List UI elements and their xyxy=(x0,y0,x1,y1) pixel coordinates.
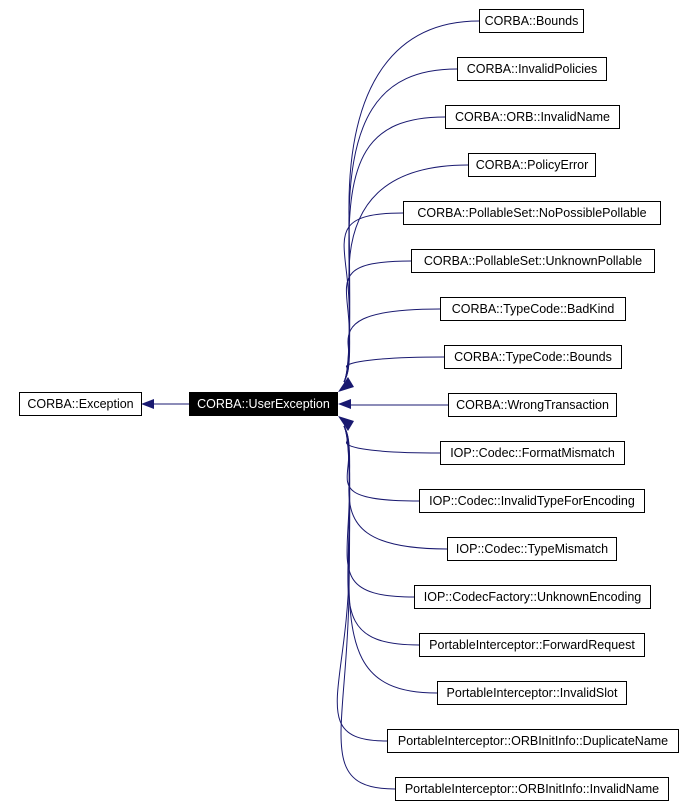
node-derived-class[interactable]: CORBA::ORB::InvalidName xyxy=(445,105,620,129)
node-derived-class[interactable]: PortableInterceptor::InvalidSlot xyxy=(437,681,627,705)
node-derived-class[interactable]: CORBA::TypeCode::Bounds xyxy=(444,345,622,369)
inheritance-edge xyxy=(343,68,458,383)
arrowhead-icon xyxy=(338,377,354,392)
inheritance-edge xyxy=(343,425,441,454)
node-derived-class[interactable]: PortableInterceptor::ORBInitInfo::Invali… xyxy=(395,777,669,801)
arrowhead-icon xyxy=(141,399,154,409)
node-derived-class[interactable]: IOP::Codec::FormatMismatch xyxy=(440,441,625,465)
node-derived-class[interactable]: CORBA::TypeCode::BadKind xyxy=(440,297,626,321)
inheritance-edge xyxy=(343,425,420,502)
inheritance-edge xyxy=(343,356,445,383)
inheritance-edge xyxy=(343,260,412,383)
node-derived-class[interactable]: IOP::Codec::TypeMismatch xyxy=(447,537,617,561)
node-derived-class[interactable]: IOP::Codec::InvalidTypeForEncoding xyxy=(419,489,645,513)
inheritance-edge xyxy=(343,425,448,550)
node-derived-class[interactable]: PortableInterceptor::ForwardRequest xyxy=(419,633,645,657)
node-derived-class[interactable]: IOP::CodecFactory::UnknownEncoding xyxy=(414,585,651,609)
arrowhead-icon xyxy=(338,399,351,409)
node-derived-class[interactable]: CORBA::InvalidPolicies xyxy=(457,57,607,81)
inheritance-edge xyxy=(343,308,441,383)
node-base-class[interactable]: CORBA::Exception xyxy=(19,392,142,416)
node-derived-class[interactable]: PortableInterceptor::ORBInitInfo::Duplic… xyxy=(387,729,679,753)
node-current-class: CORBA::UserException xyxy=(189,392,338,416)
node-derived-class[interactable]: CORBA::PollableSet::NoPossiblePollable xyxy=(403,201,661,225)
inheritance-edge xyxy=(343,425,420,646)
node-derived-class[interactable]: CORBA::PolicyError xyxy=(468,153,596,177)
inheritance-edge xyxy=(336,425,388,742)
inheritance-edge xyxy=(343,425,415,598)
node-derived-class[interactable]: CORBA::PollableSet::UnknownPollable xyxy=(411,249,655,273)
inheritance-edge xyxy=(340,425,396,790)
arrowhead-icon xyxy=(338,416,354,431)
node-derived-class[interactable]: CORBA::WrongTransaction xyxy=(448,393,617,417)
node-derived-class[interactable]: CORBA::Bounds xyxy=(479,9,584,33)
